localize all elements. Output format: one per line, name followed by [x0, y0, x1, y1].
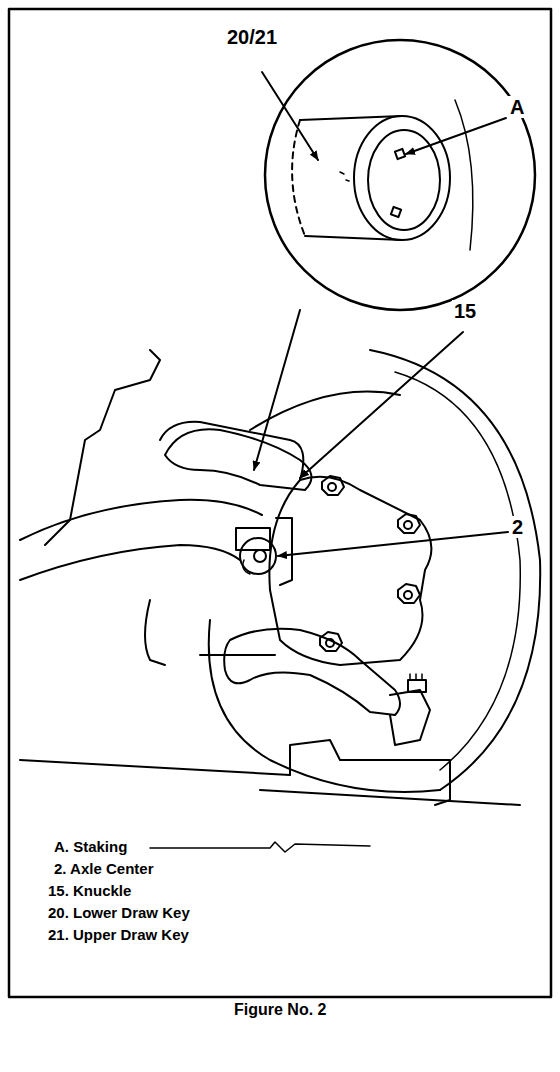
- leader-line: [262, 72, 318, 160]
- callout-number: 2: [510, 516, 525, 538]
- detail-view: [265, 40, 535, 310]
- callout-number: 15: [452, 300, 478, 322]
- key-line: [150, 842, 370, 852]
- key-entry: A. Staking: [52, 839, 129, 856]
- hub-disc: [209, 350, 540, 792]
- leader-line: [406, 118, 506, 154]
- knuckle-bolt: [320, 476, 420, 651]
- leader-line: [278, 532, 508, 556]
- callout-number: 20/21: [225, 26, 279, 48]
- figure-caption: Figure No. 2: [232, 1001, 328, 1019]
- key-entry: 15. Knuckle: [46, 883, 133, 900]
- frame: [9, 9, 551, 997]
- key-entry: 2. Axle Center: [52, 861, 156, 878]
- callout-letter: A: [508, 96, 526, 118]
- leader-line: [254, 310, 300, 470]
- axle-center: [236, 518, 292, 585]
- axle-tube: [20, 429, 311, 580]
- key-entry: 21. Upper Draw Key: [46, 927, 191, 944]
- frame-rail: [20, 350, 520, 805]
- leader-line: [300, 332, 463, 478]
- key-entry: 20. Lower Draw Key: [46, 905, 192, 922]
- tie-rod: [224, 629, 430, 745]
